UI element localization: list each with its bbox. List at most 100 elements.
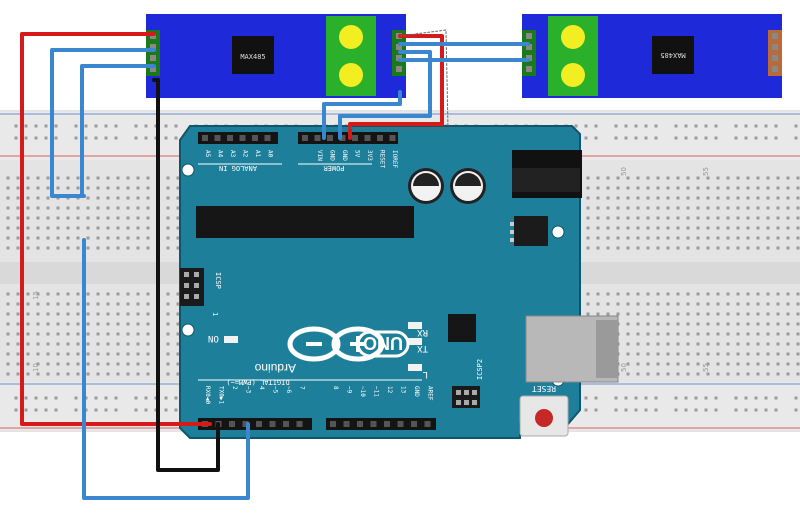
uno-badge: UNO [356, 330, 410, 358]
bb-hole [656, 226, 660, 230]
bb-hole [646, 292, 650, 296]
bb-hole [776, 186, 780, 190]
bb-hole [16, 362, 20, 366]
bb-hole [6, 186, 10, 190]
bb-hole [126, 362, 130, 366]
module-pin [526, 33, 532, 39]
module-pin [526, 44, 532, 50]
bb-hole [646, 362, 650, 366]
bb-hole [86, 372, 90, 376]
bb-hole [606, 236, 610, 240]
bb-rail-hole [144, 408, 148, 412]
bb-hole [146, 362, 150, 366]
bb-rail-hole [644, 396, 648, 400]
wire-red-vcc-left [20, 32, 200, 426]
header-pin [302, 135, 308, 141]
bb-hole [106, 292, 110, 296]
bb-hole [746, 352, 750, 356]
bb-hole [16, 196, 20, 200]
bb-rail-hole [144, 124, 148, 128]
bb-rail-hole [54, 136, 58, 140]
bb-hole [726, 196, 730, 200]
bb-hole [746, 372, 750, 376]
mount-hole [181, 163, 195, 177]
bb-hole [776, 196, 780, 200]
bb-hole [766, 312, 770, 316]
bb-hole [76, 226, 80, 230]
bb-hole [736, 372, 740, 376]
bb-hole [756, 176, 760, 180]
bb-hole [56, 372, 60, 376]
bb-hole [776, 342, 780, 346]
bb-hole [636, 352, 640, 356]
bb-hole [686, 246, 690, 250]
bb-hole [616, 292, 620, 296]
bb-hole [146, 246, 150, 250]
bb-hole [96, 236, 100, 240]
bb-rail-hole [164, 124, 168, 128]
bb-hole [146, 292, 150, 296]
bb-rail-hole [694, 124, 698, 128]
bb-hole [736, 216, 740, 220]
bb-hole [716, 246, 720, 250]
pin-label: A1 [254, 150, 261, 158]
bb-hole [66, 342, 70, 346]
bb-hole [626, 302, 630, 306]
wire-red-5v [348, 34, 444, 140]
module-pin [150, 44, 156, 50]
bb-hole [596, 312, 600, 316]
bb-hole [656, 196, 660, 200]
bb-hole [746, 312, 750, 316]
bb-hole [706, 322, 710, 326]
bb-number: 55 [702, 167, 710, 176]
bb-rail-hole [594, 124, 598, 128]
bb-hole [796, 246, 800, 250]
bb-hole [716, 302, 720, 306]
bb-hole [756, 302, 760, 306]
terminal-screw [561, 25, 585, 49]
icsp2-pin [456, 390, 461, 395]
bb-hole [616, 216, 620, 220]
bb-hole [686, 362, 690, 366]
bb-hole [56, 246, 60, 250]
bb-hole [146, 236, 150, 240]
bb-hole [676, 352, 680, 356]
module-pin [772, 44, 778, 50]
reset-button-cap[interactable] [535, 409, 553, 427]
bb-hole [636, 226, 640, 230]
bb-hole [766, 226, 770, 230]
bb-hole [646, 206, 650, 210]
bb-hole [56, 292, 60, 296]
bb-hole [56, 176, 60, 180]
bb-hole [756, 216, 760, 220]
header-pin [214, 135, 221, 141]
bb-rail-hole [684, 396, 688, 400]
bb-hole [706, 292, 710, 296]
bb-hole [726, 352, 730, 356]
bb-rail-hole [174, 408, 178, 412]
bb-hole [646, 332, 650, 336]
bb-hole [776, 292, 780, 296]
bb-hole [716, 196, 720, 200]
bb-hole [656, 312, 660, 316]
bb-hole [726, 332, 730, 336]
header-pin [389, 135, 396, 141]
max485-chip [652, 36, 694, 74]
bb-hole [616, 226, 620, 230]
bb-hole [786, 302, 790, 306]
bb-hole [6, 226, 10, 230]
bb-hole [756, 322, 760, 326]
bb-hole [706, 302, 710, 306]
pin-label: GND [413, 386, 420, 397]
bb-hole [676, 196, 680, 200]
bb-rail-hole [164, 136, 168, 140]
bb-hole [176, 362, 180, 366]
header-pin [377, 135, 383, 141]
bb-hole [166, 312, 170, 316]
bb-hole [656, 292, 660, 296]
bb-hole [796, 226, 800, 230]
bb-hole [146, 186, 150, 190]
bb-hole [66, 302, 70, 306]
icsp2-label: ICSP2 [476, 359, 484, 380]
